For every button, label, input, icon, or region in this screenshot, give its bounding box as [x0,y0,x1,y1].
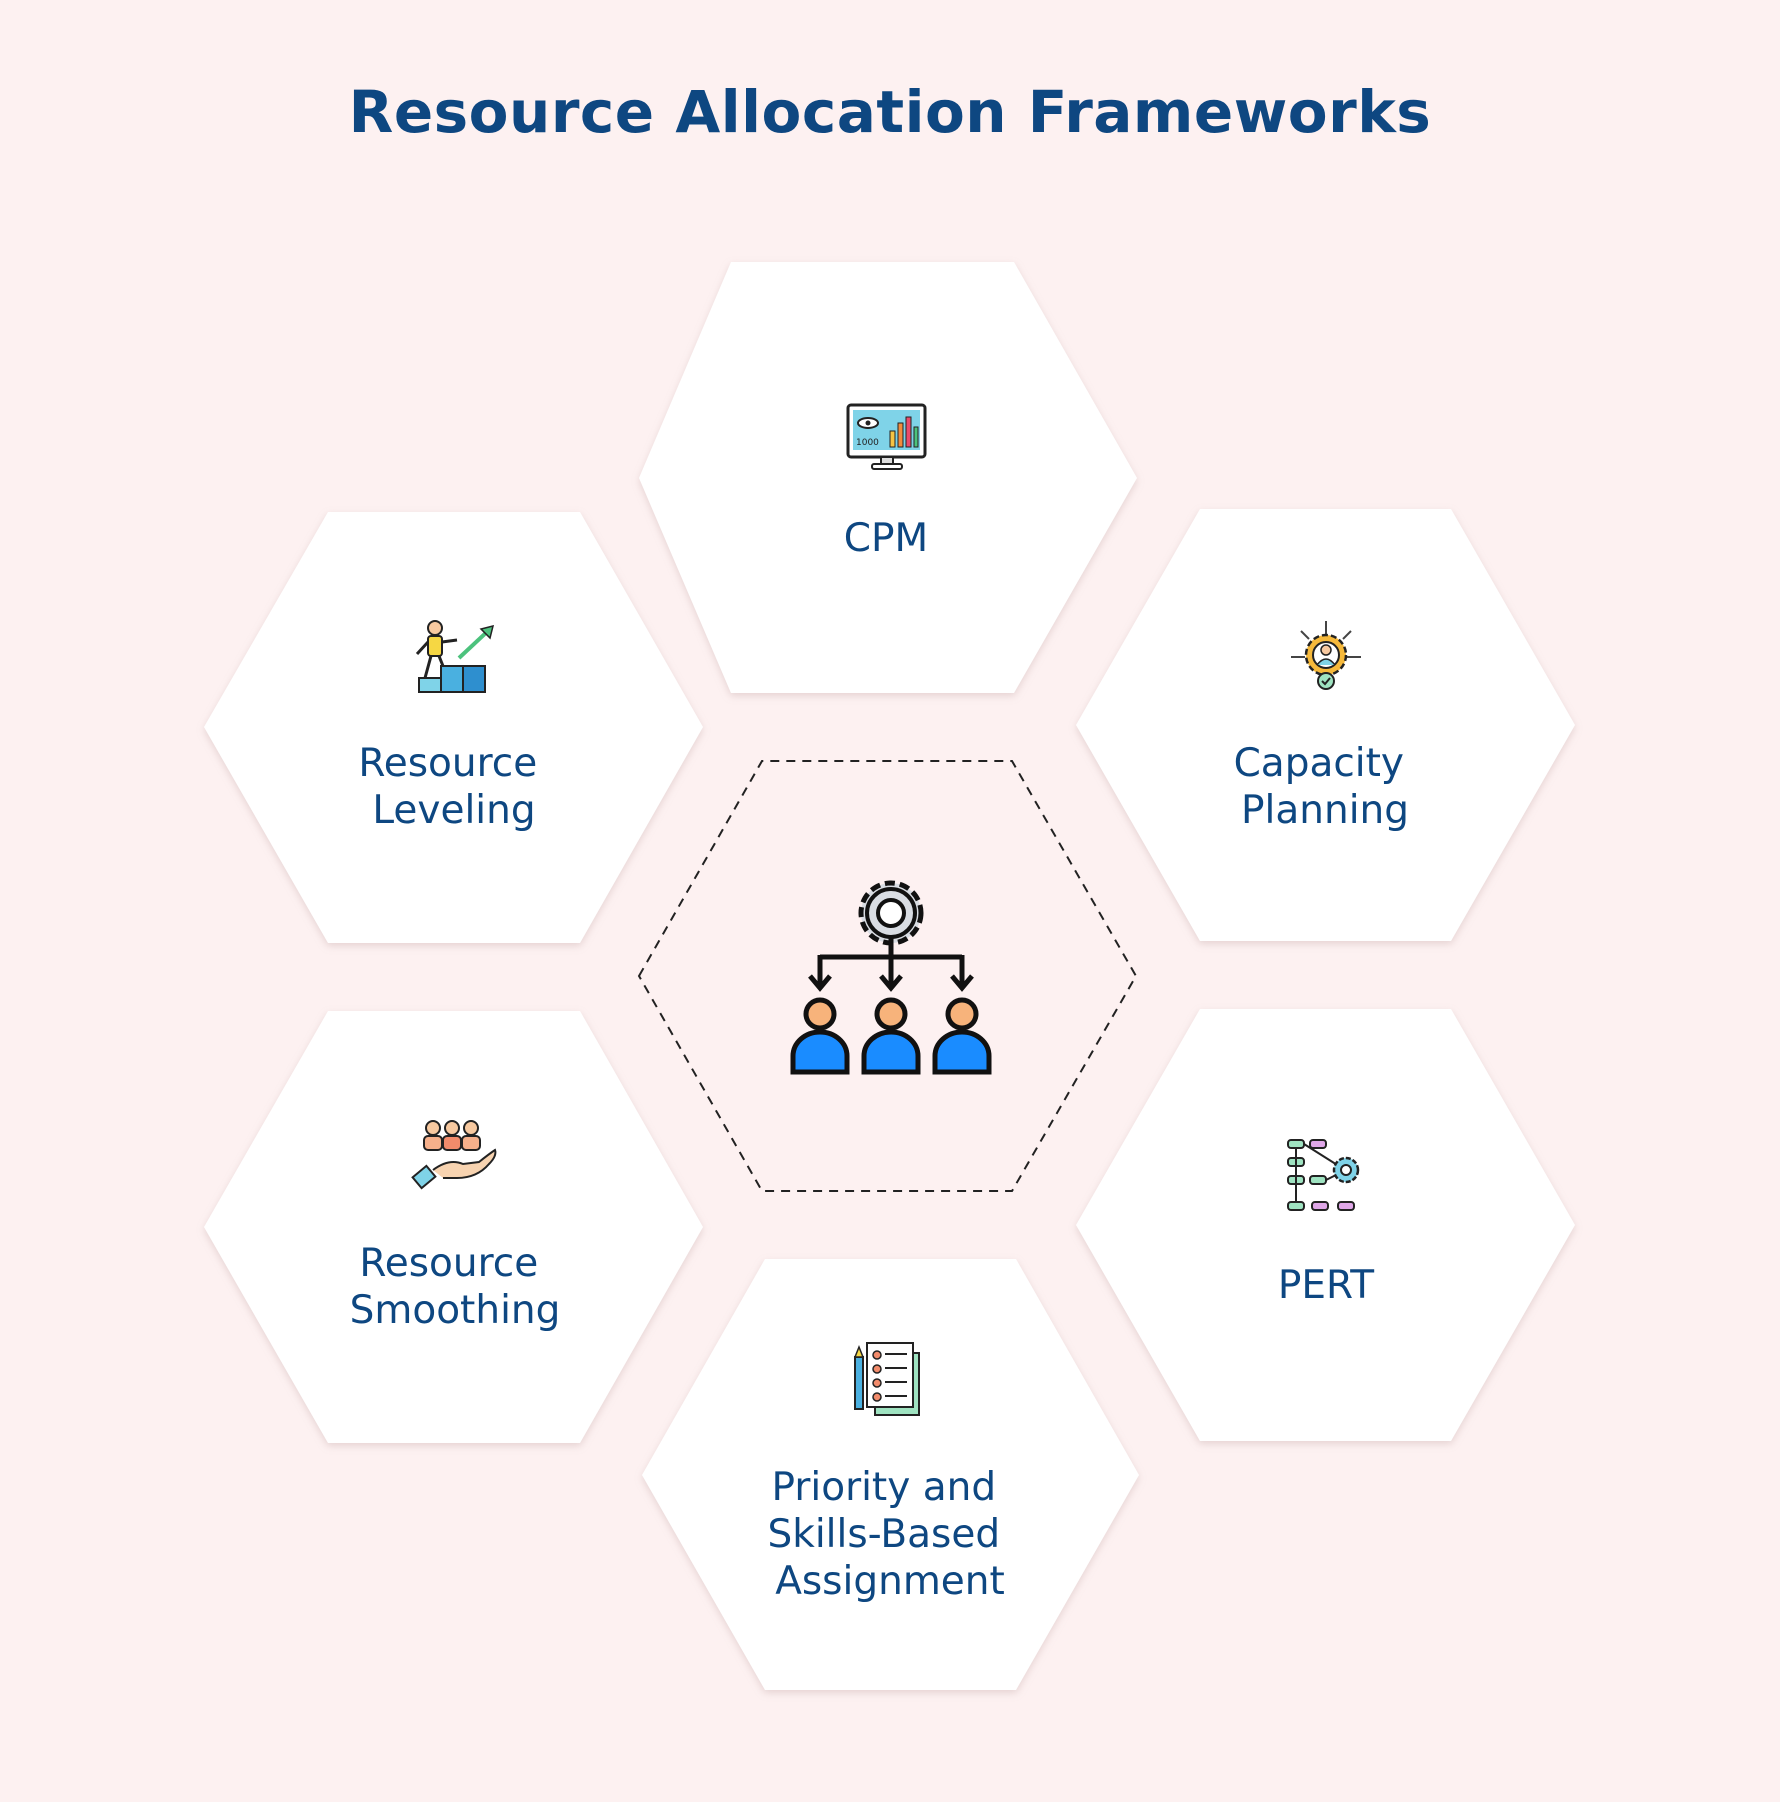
hex-resource-smoothing: Resource Smoothing [204,1011,703,1443]
flowchart-gear-icon [1287,1139,1360,1211]
svg-text:1000: 1000 [856,438,879,448]
hand-holding-people-icon [411,1120,497,1190]
gear-team-hierarchy-icon [790,880,992,1075]
hex-capacity-planning: Capacity Planning [1076,509,1575,941]
monitor-analytics-icon: 1000 [846,403,927,470]
gear-person-arrows-icon [1291,621,1361,690]
label-resource-smoothing: Resource Smoothing [350,1241,561,1333]
person-climbing-steps-icon [415,620,495,693]
label-priority-skills: Priority and Skills-Based Assignment [768,1465,1013,1604]
label-resource-leveling: Resource Leveling [358,741,549,833]
label-pert: PERT [1278,1263,1374,1308]
label-cpm: CPM [844,516,928,561]
hex-pert: PERT [1076,1009,1575,1441]
checklist-pencil-icon [853,1342,920,1416]
hex-resource-leveling: Resource Leveling [204,512,703,943]
center-hub [637,760,1138,1192]
hex-cpm: 1000 CPM [639,262,1137,693]
page-title: Resource Allocation Frameworks [348,78,1432,146]
label-capacity-planning: Capacity Planning [1234,741,1417,833]
hex-priority-skills: Priority and Skills-Based Assignment [642,1259,1139,1690]
